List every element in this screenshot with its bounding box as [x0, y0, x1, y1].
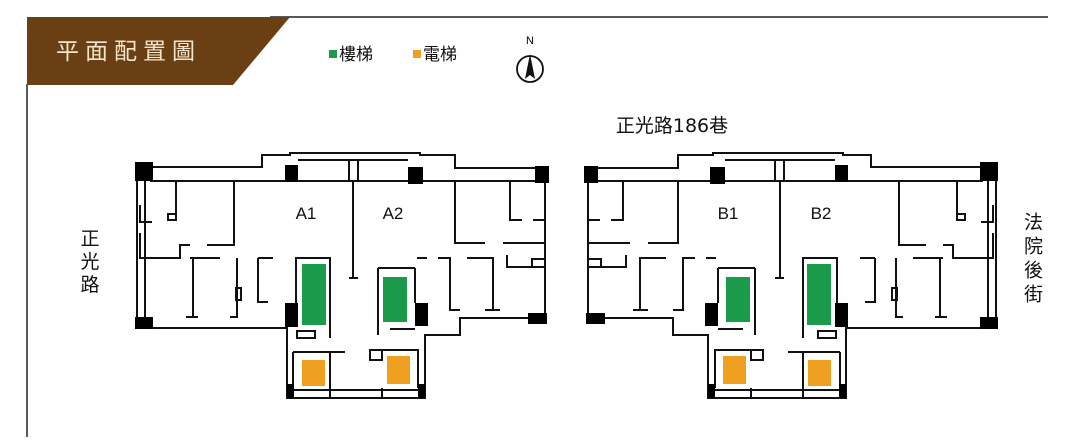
- elevator-b1: [723, 356, 746, 384]
- elevator-b2: [808, 360, 831, 386]
- stairs-b2: [807, 264, 831, 325]
- stairs-legend-label: 樓梯: [339, 45, 373, 65]
- elevator-a1: [302, 360, 325, 386]
- stairs-legend-swatch: [329, 50, 337, 58]
- north-arrow-icon: N: [516, 35, 544, 83]
- unit-label-a1: A1: [296, 204, 317, 223]
- title-banner: [27, 17, 290, 85]
- unit-label-a2: A2: [383, 204, 404, 223]
- street-top-label: 正光路186巷: [616, 115, 728, 137]
- elevator-a2: [387, 356, 410, 384]
- unit-label-b2: B2: [811, 204, 832, 223]
- page-title: 平面配置圖: [56, 39, 201, 65]
- north-label: N: [526, 35, 534, 47]
- elevator-legend-label: 電梯: [423, 45, 457, 65]
- elevator-legend-swatch: [413, 50, 421, 58]
- unit-label-b1: B1: [718, 204, 739, 223]
- stairs-a2: [383, 277, 407, 322]
- street-left-label: 正光路: [80, 228, 99, 296]
- stairs-a1: [302, 264, 326, 325]
- stairs-b1: [726, 277, 750, 322]
- street-right-label: 法院後街: [1021, 212, 1043, 308]
- building-a: A1 A2: [134, 152, 550, 399]
- building-b: B1 B2: [583, 152, 999, 399]
